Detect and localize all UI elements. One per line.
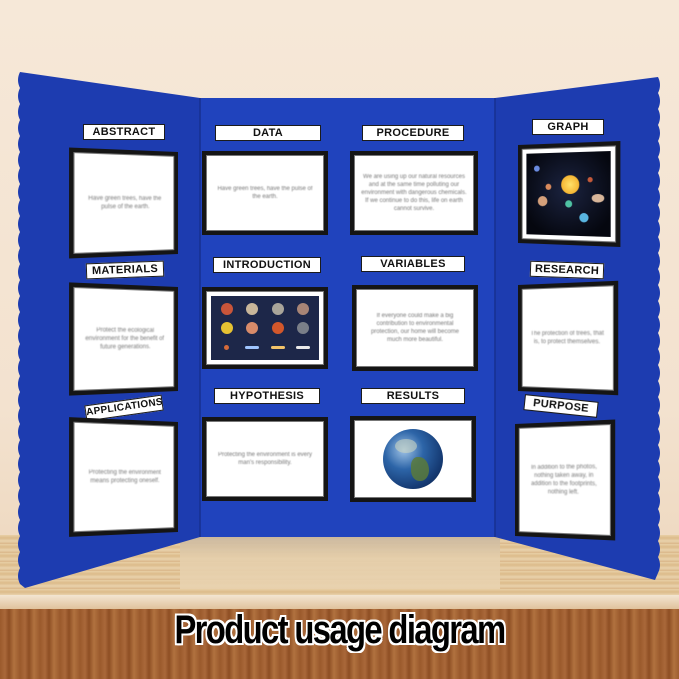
card-procedure-text: We are using up our natural resources an… bbox=[361, 173, 467, 213]
label-variables: VARIABLES bbox=[361, 256, 465, 272]
card-hypothesis: Protecting the environment is every man'… bbox=[202, 417, 328, 501]
card-results bbox=[350, 416, 476, 502]
label-data: DATA bbox=[215, 125, 321, 141]
card-applications: Protecting the environment means protect… bbox=[69, 417, 178, 537]
card-introduction bbox=[202, 287, 328, 369]
solar-system-image bbox=[526, 151, 610, 237]
label-results: RESULTS bbox=[361, 388, 465, 404]
card-materials: Protect the ecological environment for t… bbox=[69, 282, 178, 395]
card-research-text: The protection of trees, that is, to pro… bbox=[528, 329, 606, 346]
label-graph: GRAPH bbox=[532, 119, 604, 135]
caption-text: Product usage diagram bbox=[61, 608, 618, 653]
card-variables: If everyone could make a big contributio… bbox=[352, 285, 478, 371]
card-purpose-text: In addition to the photos, nothing taken… bbox=[525, 463, 603, 497]
label-abstract: ABSTRACT bbox=[83, 124, 165, 140]
card-research: The protection of trees, that is, to pro… bbox=[518, 281, 618, 396]
card-data-text: Have green trees, have the pulse of the … bbox=[213, 185, 317, 201]
card-abstract-text: Have green trees, have the pulse of the … bbox=[81, 194, 168, 211]
planets-chart-image bbox=[211, 296, 319, 360]
card-abstract: Have green trees, have the pulse of the … bbox=[69, 148, 178, 259]
label-introduction: INTRODUCTION bbox=[213, 257, 321, 273]
card-hypothesis-text: Protecting the environment is every man'… bbox=[213, 451, 317, 467]
card-purpose: In addition to the photos, nothing taken… bbox=[515, 419, 615, 540]
card-variables-text: If everyone could make a big contributio… bbox=[363, 312, 467, 344]
label-procedure: PROCEDURE bbox=[362, 125, 464, 141]
card-graph bbox=[518, 141, 620, 247]
label-research: RESEARCH bbox=[530, 261, 605, 280]
label-materials: MATERIALS bbox=[86, 261, 165, 280]
earth-globe-image bbox=[383, 429, 443, 489]
card-materials-text: Protect the ecological environment for t… bbox=[81, 326, 168, 352]
card-procedure: We are using up our natural resources an… bbox=[350, 151, 478, 235]
card-applications-text: Protecting the environment means protect… bbox=[81, 468, 168, 485]
card-data: Have green trees, have the pulse of the … bbox=[202, 151, 328, 235]
label-hypothesis: HYPOTHESIS bbox=[214, 388, 320, 404]
